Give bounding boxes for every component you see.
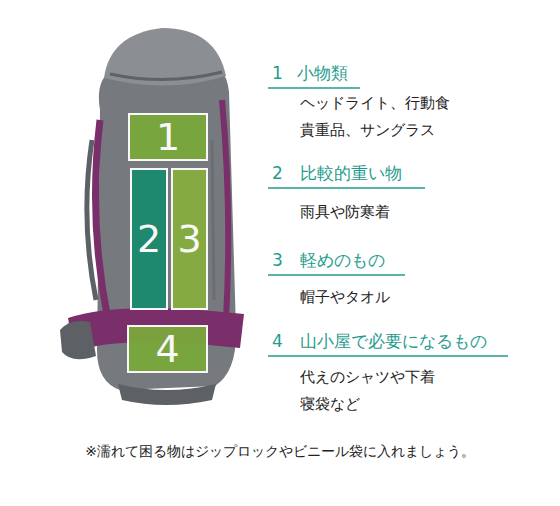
caption-note: ※濡れて困る物はジップロックやビニール袋に入れましょう。: [0, 443, 560, 460]
heading-number: 2: [272, 163, 283, 183]
heading-text: 小物類: [297, 63, 348, 83]
item-text: 帽子やタオル: [300, 288, 390, 306]
zone-box: 1: [128, 113, 208, 161]
heading-number: 3: [272, 250, 283, 270]
heading-text: 軽めのもの: [300, 250, 385, 270]
item-text: 貴重品、サングラス: [300, 121, 435, 139]
zone-box: 2: [130, 168, 168, 310]
item-text: 雨具や防寒着: [300, 203, 390, 221]
zone-number: 4: [155, 330, 179, 368]
zone-number: 3: [177, 220, 201, 258]
zone-box: 3: [171, 168, 208, 310]
zone-number: 1: [156, 118, 180, 156]
heading-number: 1: [272, 63, 283, 83]
heading-text: 比較的重い物: [300, 163, 402, 183]
heading-number: 4: [272, 331, 283, 351]
item-text: ヘッドライト、行動食: [300, 94, 450, 112]
zone-number: 2: [137, 220, 161, 258]
zone-box: 4: [127, 325, 208, 373]
heading-text: 山小屋で必要になるもの: [300, 331, 487, 351]
item-text: 寝袋など: [300, 395, 360, 413]
item-text: 代えのシャツや下着: [300, 368, 435, 386]
